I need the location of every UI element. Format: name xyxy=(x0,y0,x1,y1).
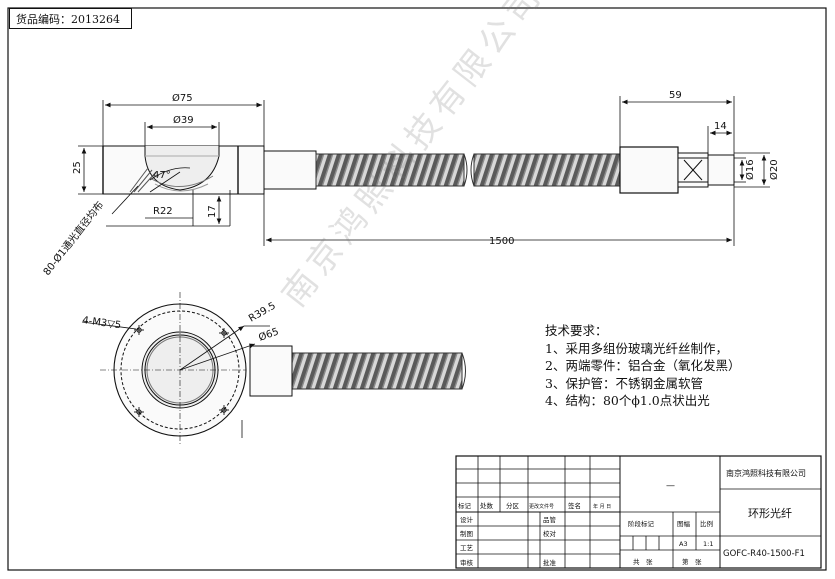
tb-qc: 品管 xyxy=(543,515,557,524)
dim-d39: Ø39 xyxy=(173,114,194,126)
title-block-text: 标记 处数 分区 更改文件号 签名 年 月 日 设计 制图 工艺 审核 品管 校… xyxy=(458,468,806,567)
tb-design: 设计 xyxy=(460,515,474,524)
dim-d20: Ø20 xyxy=(768,159,780,180)
dim-59: 59 xyxy=(669,90,682,101)
dim-d16: Ø16 xyxy=(744,159,756,180)
title-block xyxy=(455,455,822,569)
tb-review: 审核 xyxy=(460,558,474,567)
tb-drawing: 制图 xyxy=(460,529,473,538)
tb-total-sheets: 共 张 xyxy=(633,557,653,566)
top-dimensions xyxy=(81,321,270,371)
dim-25: 25 xyxy=(72,161,83,174)
tb-h-zone: 分区 xyxy=(506,501,520,510)
tb-h-sign: 签名 xyxy=(568,501,581,510)
tb-drawing-number: GOFC-R40-1500-F1 xyxy=(723,549,805,559)
dim-17: 17 xyxy=(207,205,218,218)
tb-process: 工艺 xyxy=(460,544,474,552)
technical-notes: 技术要求： 1、采用多组份玻璃光纤丝制作， 2、两端零件：铝合金（氧化发黑） 3… xyxy=(545,322,740,410)
tb-scale: 1:1 xyxy=(703,540,713,548)
tb-format: A3 xyxy=(679,540,688,548)
tb-sheet-no: 第 张 xyxy=(682,557,702,566)
tb-company: 南京鸿照科技有限公司 xyxy=(726,468,806,478)
tb-weight: 图幅 xyxy=(677,519,691,528)
dim-d65: Ø65 xyxy=(257,325,280,343)
note-item: 3、保护管：不锈钢金属软管 xyxy=(545,375,703,391)
side-view xyxy=(102,145,735,195)
dim-1500: 1500 xyxy=(489,236,514,247)
tb-check: 校对 xyxy=(543,529,557,538)
tb-dash: — xyxy=(666,481,675,491)
note-item: 2、两端零件：铝合金（氧化发黑） xyxy=(545,358,741,373)
tb-h-count: 处数 xyxy=(480,501,494,510)
tb-part-name: 环形光纤 xyxy=(748,506,792,520)
dim-14: 14 xyxy=(714,121,727,132)
dim-r22: R22 xyxy=(153,206,173,217)
page-border xyxy=(7,7,827,571)
notes-title: 技术要求： xyxy=(545,323,608,338)
dim-m3: 4-M3▽5 xyxy=(82,315,122,331)
note-item: 1、采用多组份玻璃光纤丝制作， xyxy=(545,340,728,356)
dim-fibers: 80-Ø1通光直径均布 xyxy=(40,198,106,277)
dim-angle47: 47° xyxy=(153,170,171,181)
dim-d75: Ø75 xyxy=(172,92,193,104)
tb-stage: 阶段标记 xyxy=(628,519,655,528)
tb-scale-label: 比例 xyxy=(700,519,713,528)
tb-approve: 批准 xyxy=(543,558,557,567)
side-dimensions xyxy=(78,96,770,246)
tb-h-date: 年 月 日 xyxy=(593,503,611,510)
tb-h-mark: 标记 xyxy=(458,501,472,510)
note-item: 4、结构：80个ϕ1.0点状出光 xyxy=(545,393,710,408)
tb-h-file: 更改文件号 xyxy=(529,503,554,510)
top-view xyxy=(100,292,466,446)
dim-r395: R39.5 xyxy=(247,300,278,324)
